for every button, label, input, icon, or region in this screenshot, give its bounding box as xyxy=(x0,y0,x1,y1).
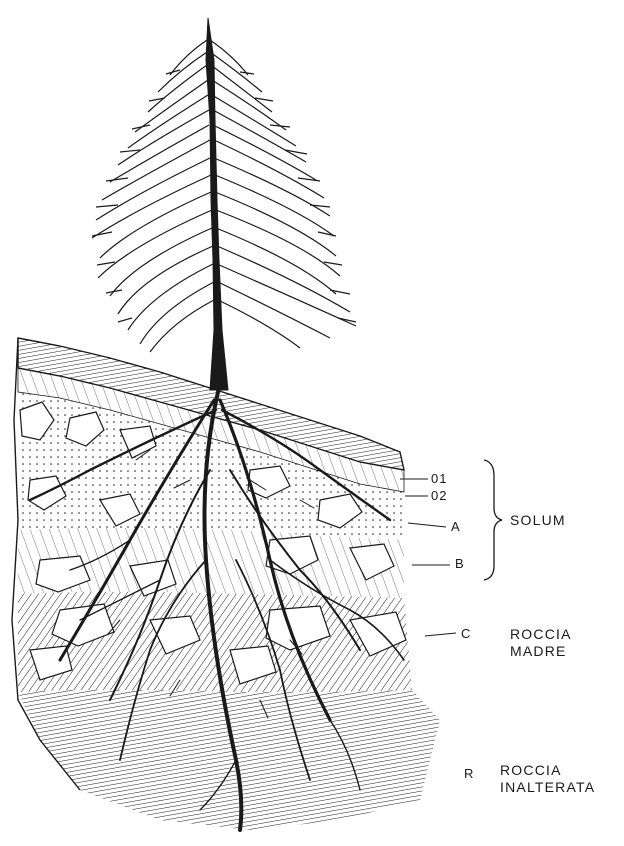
solum-brace xyxy=(484,460,502,580)
fir-tree xyxy=(92,18,356,390)
horizon-label-b: B xyxy=(455,556,465,571)
roccia-inalterata-line-1: ROCCIA xyxy=(500,762,562,779)
horizon-leader-lines xyxy=(400,479,456,636)
horizon-label-o1: 01 xyxy=(431,471,447,486)
horizon-label-a: A xyxy=(451,519,461,534)
horizon-r-body xyxy=(18,690,440,830)
roccia-inalterata-line-2: INALTERATA xyxy=(500,779,595,796)
horizon-label-o2: 02 xyxy=(431,488,447,503)
tree-trunk xyxy=(206,18,228,390)
roccia-madre-line-2: MADRE xyxy=(510,643,567,660)
solum-label: SOLUM xyxy=(510,512,566,529)
horizon-label-r: R xyxy=(464,766,474,781)
tree-branches-right xyxy=(210,40,356,348)
roccia-madre-line-1: ROCCIA xyxy=(510,626,572,643)
tree-branches-left xyxy=(92,40,214,352)
horizon-label-c: C xyxy=(461,626,471,641)
